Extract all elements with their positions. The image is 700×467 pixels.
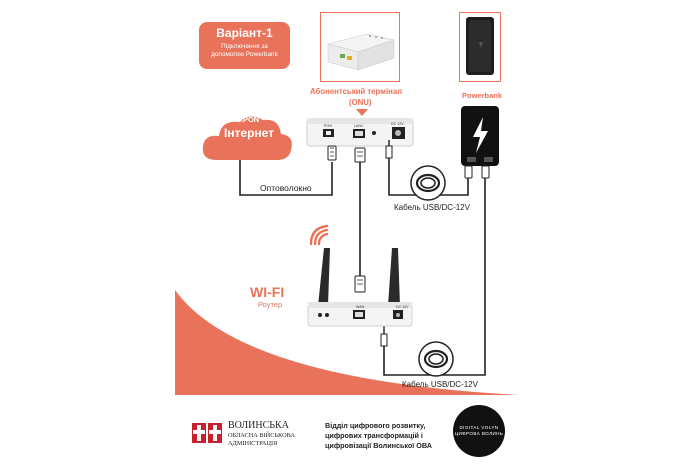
powerbank-label: Powerbank	[462, 91, 503, 100]
fiber-label: Оптоволокно	[260, 183, 312, 193]
onu-port-dc: DC 12V	[391, 122, 404, 126]
org-line3: АДМІНІСТРАЦІЯ	[228, 440, 278, 447]
powerbank-photo	[459, 12, 501, 82]
logo-line2: ЦИФРОВА ВОЛИНЬ	[454, 431, 504, 436]
dept-line2: цифрових трансформацій і	[325, 431, 423, 440]
cable-bottom-label: Кабель USB/DC-12V	[402, 380, 478, 389]
variant-title: Варіант-1	[216, 26, 273, 40]
cloud-icon	[202, 116, 292, 160]
router-port-wan: WAN	[356, 305, 365, 309]
variant-badge: Варіант-1 Підключення за допомогою Power…	[199, 22, 290, 69]
variant-subtitle-1: Підключення за	[221, 43, 268, 50]
logo-line1: DIGITAL VOLYN	[459, 425, 499, 430]
coat-of-arms-icon	[190, 421, 224, 445]
onu-photo	[320, 12, 400, 82]
dept-line1: Відділ цифрового розвитку,	[325, 421, 426, 430]
onu-port-lan: LAN1	[354, 124, 363, 128]
dept-line3: цифровізації Волинської ОВА	[325, 441, 432, 450]
internet-line2: Інтернет	[223, 126, 275, 140]
wifi-subtitle: Роутер	[258, 300, 283, 309]
onu-port-pon: PON	[324, 124, 332, 128]
onu-arrow-icon	[356, 109, 368, 116]
onu-device	[306, 118, 414, 147]
org-line1: ВОЛИНСЬКА	[228, 420, 289, 431]
onu-label-1: Абонентський термінал	[310, 87, 403, 96]
wifi-signal-icon	[309, 224, 329, 246]
internet-line1: xPON	[238, 115, 260, 124]
wifi-title: WI-FI	[250, 284, 285, 300]
router-port-dc: DC 12V	[396, 305, 409, 309]
digital-volyn-logo: DIGITAL VOLYN ЦИФРОВА ВОЛИНЬ	[453, 405, 505, 457]
cable-top-label: Кабель USB/DC-12V	[394, 203, 470, 212]
powerbank-device	[461, 106, 499, 166]
cable-coil-icon-top	[410, 165, 446, 201]
router-device	[307, 248, 413, 327]
cable-coil-icon-bottom	[418, 341, 454, 377]
onu-label-2: (ONU)	[349, 98, 372, 107]
org-line2: ОБЛАСНА ВІЙСЬКОВА	[228, 432, 295, 439]
variant-subtitle-2: допомогою Powerbank	[211, 51, 278, 58]
